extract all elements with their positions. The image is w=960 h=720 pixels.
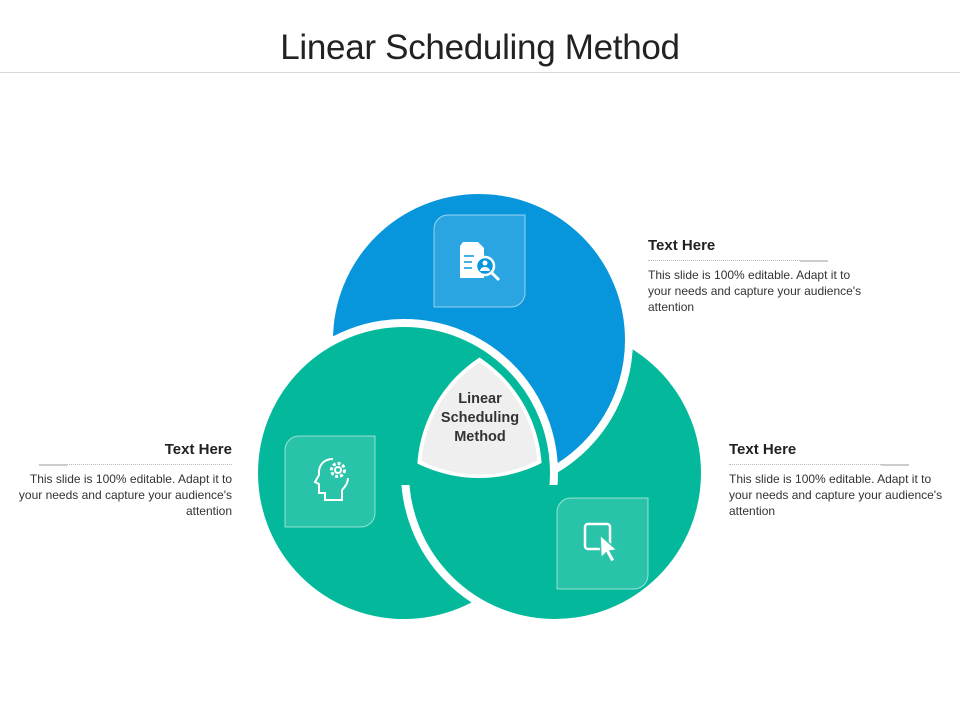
text-block-divider (648, 260, 828, 262)
text-block-left: Text Here This slide is 100% editable. A… (17, 442, 232, 519)
text-block-body: This slide is 100% editable. Adapt it to… (648, 268, 862, 314)
title-divider (0, 72, 960, 73)
text-block-right: Text Here This slide is 100% editable. A… (729, 442, 944, 519)
document-search-icon (460, 242, 501, 282)
text-block-heading: Text Here (648, 237, 716, 254)
right-circle-overlap (401, 485, 595, 627)
text-block-heading: Text Here (729, 441, 797, 458)
text-block-divider (39, 464, 232, 466)
center-label: Linear Scheduling Method (425, 390, 535, 447)
text-block-divider (729, 464, 909, 466)
slide-title: Linear Scheduling Method (280, 28, 680, 67)
left-icon-box (284, 435, 376, 528)
text-block-heading: Text Here (164, 441, 232, 458)
center-label-line: Linear (458, 391, 502, 407)
center-label-line: Method (454, 429, 506, 445)
cursor-click-icon (583, 522, 619, 563)
text-block-body: This slide is 100% editable. Adapt it to… (18, 472, 232, 518)
head-gear-icon (313, 458, 349, 501)
text-block-body: This slide is 100% editable. Adapt it to… (729, 472, 943, 518)
text-block-top: Text Here This slide is 100% editable. A… (648, 238, 863, 315)
center-label-line: Scheduling (440, 410, 520, 426)
